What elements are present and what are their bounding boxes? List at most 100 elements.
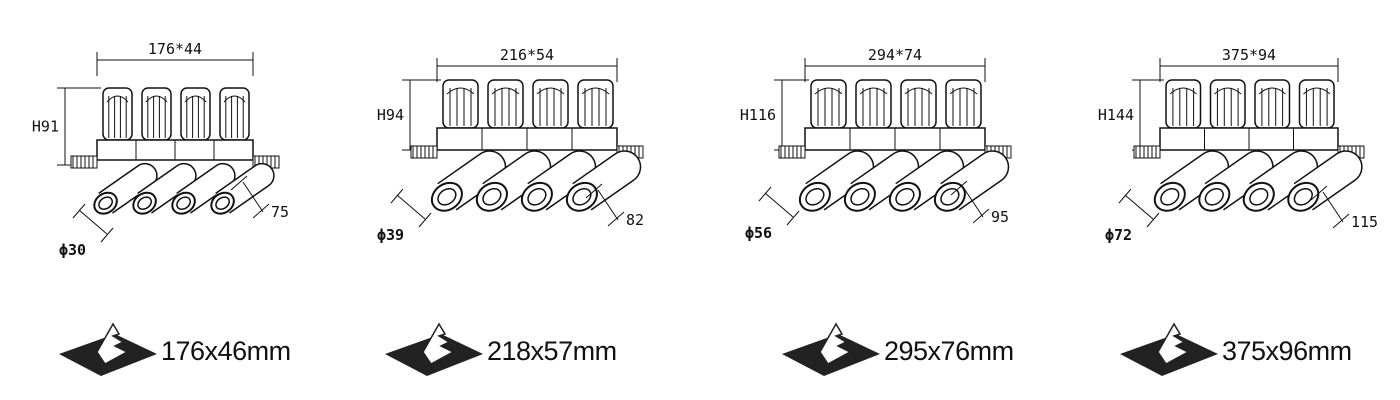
driver-unit [945,79,982,129]
length-label: 82 [626,211,644,229]
length-dimension-line [1322,191,1344,223]
spot-head [171,162,236,215]
spot-head [1287,150,1363,212]
width-dimension: 375*94 [1159,46,1339,82]
length-label: 75 [271,203,289,221]
height-label: H144 [1098,106,1134,124]
driver-row [810,79,982,129]
spot-heads [430,150,642,212]
spot-head [210,162,275,215]
height-label: H91 [32,118,59,136]
diameter-dimension: ϕ39 [377,188,432,244]
diameter-dimension-line [78,209,108,235]
cut-out-label: 295x76mm [884,336,1014,366]
diameter-extension [758,186,772,202]
length-extension [252,203,270,219]
height-label: H116 [740,106,776,124]
diameter-dimension: ϕ30 [59,203,114,259]
diameter-dimension-line [1124,194,1154,220]
cut-out-size: 176x46mm [57,322,315,386]
cut-out-size: 218x57mm [383,322,655,386]
driver-unit [219,87,250,141]
width-dimension: 294*74 [804,46,986,82]
ceiling-cut-out-icon [385,322,483,376]
overall-size-label: 294*74 [868,46,922,64]
ceiling-cut-out-icon [59,322,157,376]
length-extension [972,208,990,224]
driver-unit [1298,79,1335,129]
cut-out-label: 375x96mm [1222,336,1352,366]
length-dimension-line [242,181,264,213]
diameter-extension [418,212,432,228]
diameter-extension [72,203,86,219]
driver-row [442,79,614,129]
cut-out-size: 375x96mm [1118,322,1400,386]
spot-heads [93,162,275,215]
cut-out-label: 218x57mm [487,336,617,366]
driver-unit [1165,79,1202,129]
spot-head [1198,150,1274,212]
driver-row [1165,79,1335,129]
diameter-extension [390,188,404,204]
length-dimension-line [962,186,984,218]
length-dimension: 75 [230,175,289,221]
overall-size-label: 375*94 [1222,46,1276,64]
ceiling-cut-out-icon [1120,322,1218,376]
length-dimension: 95 [950,180,1009,226]
spot-head [93,162,158,215]
ceiling-cut-out-icon [782,322,880,376]
height-dimension: H144 [1098,79,1164,151]
diameter-extension [100,227,114,243]
driver-unit [1254,79,1291,129]
cut-out-label: 176x46mm [161,336,291,366]
overall-size-label: 216*54 [500,46,554,64]
diameter-dimension: ϕ72 [1105,188,1160,244]
height-dimension: H94 [377,79,441,151]
width-dimension: 176*44 [96,40,254,76]
driver-unit [855,79,892,129]
diameter-extension [786,210,800,226]
length-extension [950,180,968,196]
driver-unit [141,87,172,141]
length-extension [1332,213,1350,229]
spot-head [475,150,552,212]
driver-unit [180,87,211,141]
length-extension [585,183,603,199]
spot-head [1242,150,1319,212]
diameter-label: ϕ56 [745,224,772,242]
overall-size-label: 176*44 [148,40,202,58]
diameter-label: ϕ30 [59,241,86,259]
spot-head [888,150,965,212]
driver-row [102,87,250,141]
diameter-extension [1146,212,1160,228]
length-label: 115 [1351,213,1378,231]
cut-out-size: 295x76mm [780,322,1030,386]
length-extension [230,175,248,191]
length-dimension: 115 [1310,185,1378,231]
length-extension [607,211,625,227]
diameter-extension [1118,188,1132,204]
driver-unit [577,79,614,129]
length-dimension: 82 [585,183,644,229]
driver-unit [1209,79,1246,129]
width-dimension: 216*54 [436,46,618,82]
driver-unit [810,79,847,129]
diameter-dimension-line [764,192,794,218]
height-dimension: H116 [740,79,809,151]
driver-unit [102,87,133,141]
length-dimension-line [597,189,619,221]
height-dimension: H91 [32,87,101,166]
diameter-dimension-line [396,194,426,220]
spot-heads [1153,150,1363,212]
driver-unit [487,79,524,129]
spot-heads [798,150,1010,212]
driver-unit [900,79,937,129]
spot-head [843,150,920,212]
